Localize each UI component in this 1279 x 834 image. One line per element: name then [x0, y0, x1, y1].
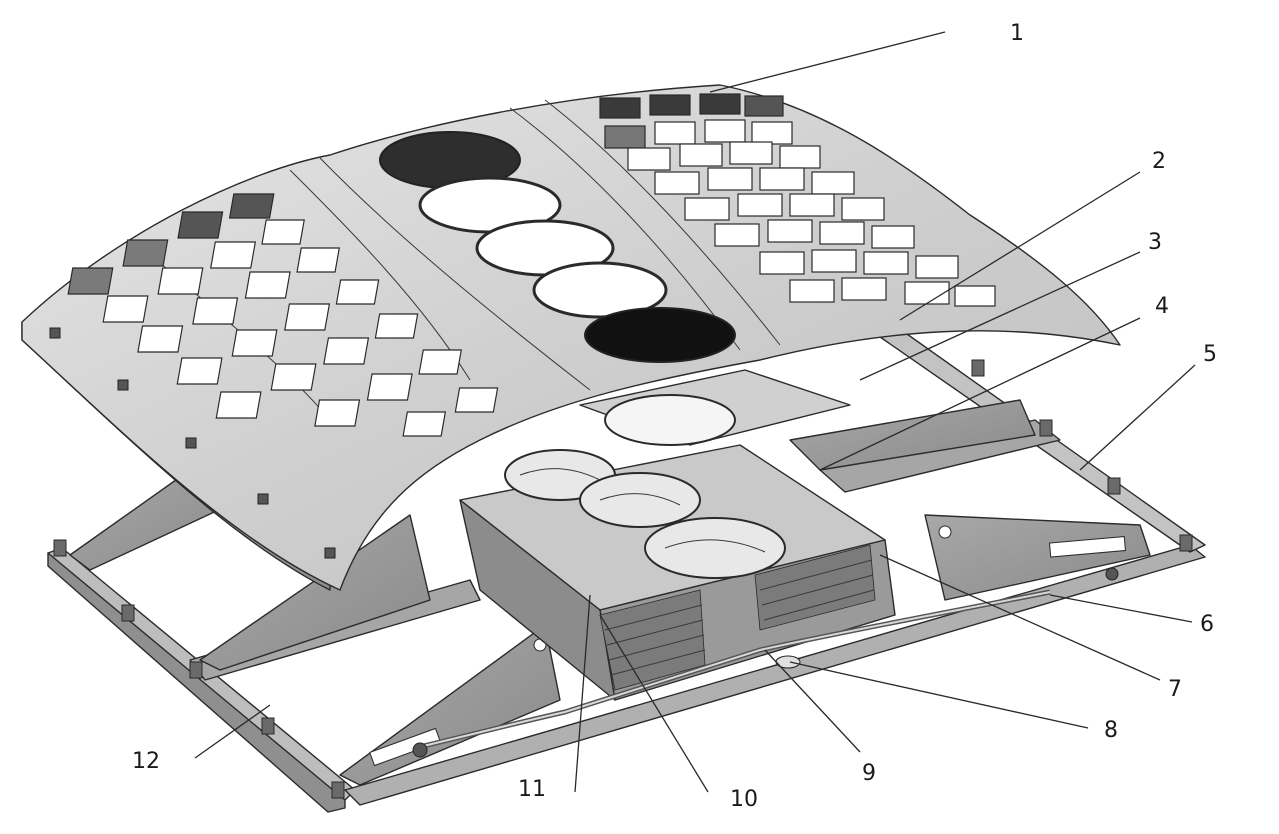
callout-labels: 1 2 3 4 5 6 7 8 9 10 11 12: [132, 21, 1217, 812]
callout-2: 2: [1152, 149, 1166, 174]
callout-4: 4: [1155, 294, 1169, 319]
cover-opening-dark: [584, 307, 736, 363]
fan-2: [579, 472, 701, 528]
cover-fan-openings: [379, 131, 736, 363]
pipe-fitting: [412, 742, 428, 758]
callout-5: 5: [1203, 342, 1217, 367]
fan-housing: [459, 444, 896, 701]
frame-brackets: [53, 359, 1193, 799]
cover-louvers-left: [67, 193, 499, 437]
callout-11: 11: [518, 777, 546, 802]
cover-opening: [532, 261, 668, 319]
pipe-fitting: [1105, 567, 1119, 581]
callout-6: 6: [1200, 612, 1214, 637]
cover-louvers-right: [599, 93, 996, 307]
blower-plate: [579, 369, 851, 446]
frame-rail-front: [344, 544, 1206, 806]
callout-8: 8: [1104, 718, 1118, 743]
housing-fans: [504, 449, 786, 579]
bracket-right-rear: [789, 399, 1036, 471]
bracket-slot: [1048, 535, 1126, 558]
callout-9: 9: [862, 761, 876, 786]
leader-lines: [194, 31, 1196, 793]
blower-opening: [604, 394, 736, 446]
bracket-hole: [938, 525, 952, 539]
bracket-slot: [369, 727, 441, 767]
callout-3: 3: [1148, 230, 1162, 255]
callout-1: 1: [1010, 21, 1024, 46]
callout-12: 12: [132, 749, 160, 774]
housing-left: [459, 499, 616, 701]
bracket-right-front: [924, 514, 1151, 601]
coil-grid-front: [599, 544, 876, 691]
fan-3: [644, 517, 786, 579]
callout-7: 7: [1168, 677, 1182, 702]
pipe-assembly: [412, 567, 1119, 758]
cover-flange-tabs: [49, 327, 336, 559]
callout-10: 10: [730, 787, 758, 812]
top-cover: [21, 84, 1121, 591]
